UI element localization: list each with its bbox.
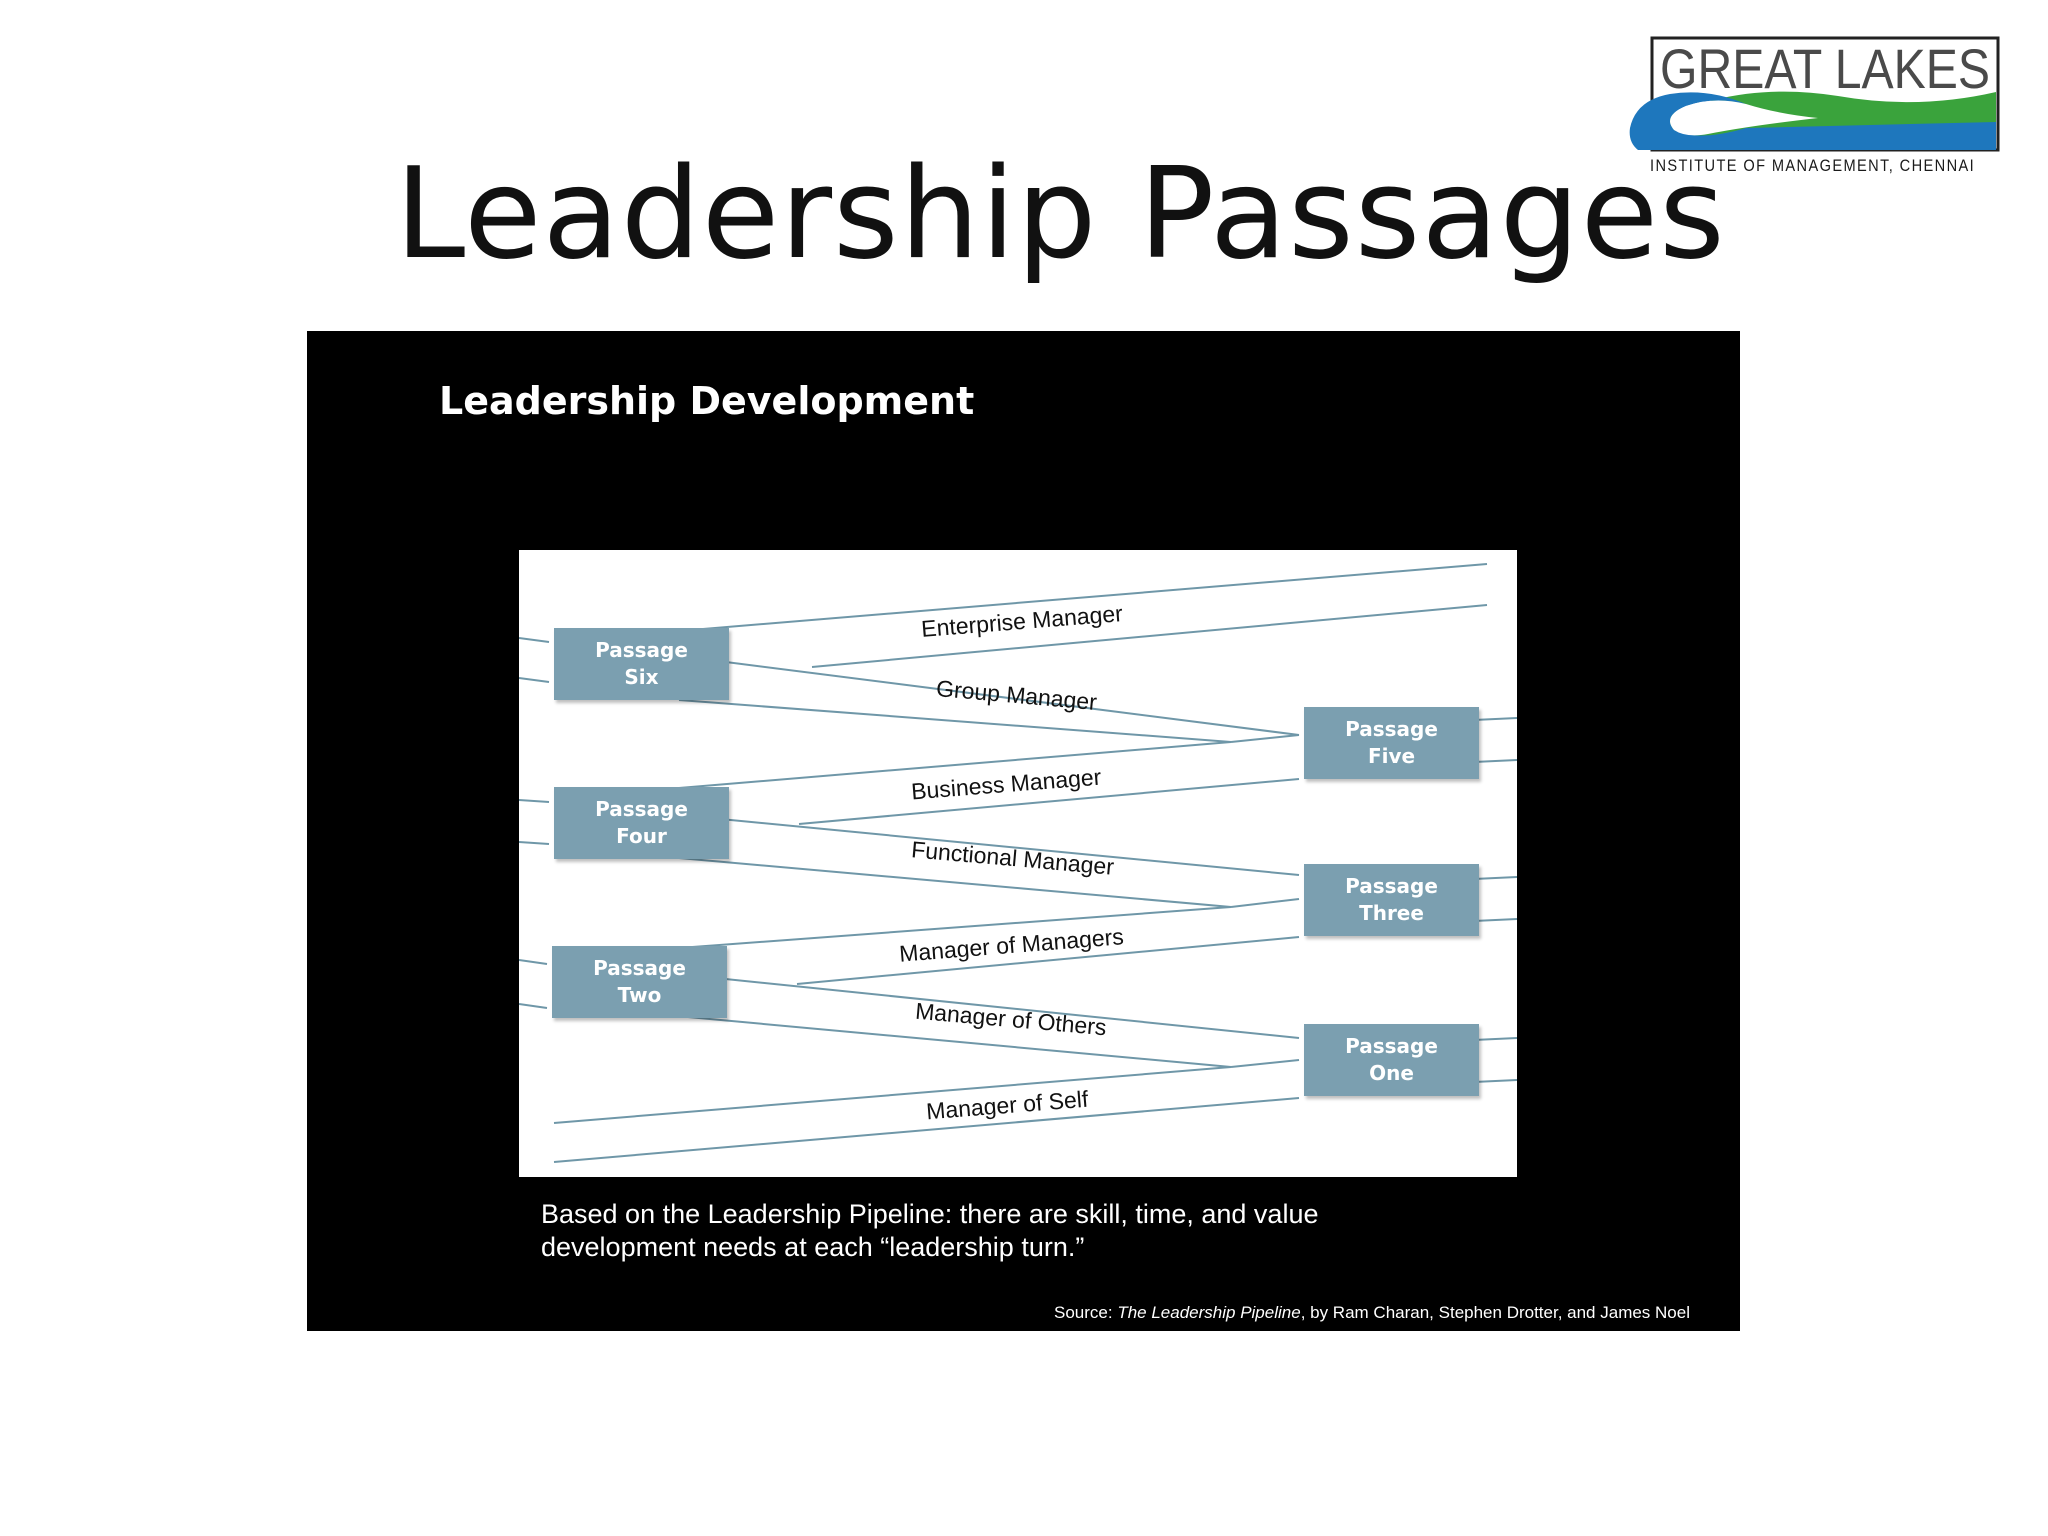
passage-five-line2: Five (1367, 744, 1416, 768)
great-lakes-logo: GREAT LAKES INSTITUTE OF MANAGEMENT, CHE… (1628, 30, 2008, 190)
logo-graphic: GREAT LAKES (1629, 36, 2000, 152)
slide-title: Leadership Passages (395, 140, 1726, 287)
passage-two-line2: Two (617, 983, 662, 1007)
passage-one-box: Passage One (1304, 1024, 1479, 1096)
source-citation: Source: The Leadership Pipeline, by Ram … (1054, 1303, 1690, 1323)
business-channel-bottom (798, 778, 1300, 825)
passage-two-box: Passage Two (552, 946, 727, 1018)
passage-four-left-top (519, 799, 550, 803)
group-join-a (1230, 734, 1300, 743)
mom-channel-bottom (796, 936, 1300, 985)
passage-three-right-top (1473, 876, 1517, 880)
passage-four-box: Passage Four (554, 787, 729, 859)
passage-two-left-top (519, 959, 548, 965)
passage-four-left-bottom (519, 841, 550, 845)
passage-three-right-bottom (1473, 918, 1517, 922)
enterprise-channel-bottom (811, 604, 1488, 668)
source-prefix: Source: (1054, 1303, 1118, 1322)
passage-five-line1: Passage (1345, 717, 1438, 741)
group-channel-top (678, 655, 1300, 736)
svg-text:GREAT LAKES: GREAT LAKES (1660, 37, 1990, 100)
passage-five-right-top (1473, 717, 1517, 721)
passage-four-line2: Four (616, 824, 667, 848)
passage-one-line1: Passage (1345, 1034, 1438, 1058)
enterprise-channel-top (678, 563, 1488, 632)
passage-one-right-top (1473, 1037, 1517, 1041)
mo-channel-bottom (676, 1015, 1232, 1068)
passage-one-line2: One (1369, 1061, 1414, 1085)
functional-channel-top (678, 814, 1300, 876)
source-authors: , by Ram Charan, Stephen Drotter, and Ja… (1300, 1303, 1690, 1322)
group-channel-bottom (678, 699, 1232, 743)
caption-line-2: development needs at each “leadership tu… (541, 1232, 1085, 1262)
passage-two-left-bottom (519, 1003, 548, 1009)
passage-two-line1: Passage (593, 956, 686, 980)
mos-channel-bottom (553, 1097, 1300, 1163)
source-book-title: The Leadership Pipeline (1117, 1303, 1301, 1322)
caption-line-1: Based on the Leadership Pipeline: there … (541, 1199, 1319, 1229)
pipeline-lines (519, 563, 1517, 1163)
passage-five-box: Passage Five (1304, 707, 1479, 779)
passage-six-line1: Passage (595, 638, 688, 662)
functional-channel-bottom (678, 857, 1232, 908)
passage-six-line2: Six (624, 665, 659, 689)
passage-four-line1: Passage (595, 797, 688, 821)
embedded-slide-panel: Leadership Development (307, 331, 1740, 1331)
passage-five-right-bottom (1473, 759, 1517, 763)
passage-three-box: Passage Three (1304, 864, 1479, 936)
passage-six-left-top (519, 637, 550, 643)
passage-six-box: Passage Six (554, 628, 729, 700)
mo-channel-top (676, 973, 1300, 1039)
passage-three-line2: Three (1359, 901, 1424, 925)
passage-three-line1: Passage (1345, 874, 1438, 898)
business-channel-top (678, 741, 1232, 789)
passage-six-left-bottom (519, 677, 550, 683)
leadership-pipeline-diagram: Passage Six Passage Five Passage Four Pa… (519, 550, 1517, 1177)
passage-one-right-bottom (1473, 1079, 1517, 1083)
panel-caption: Based on the Leadership Pipeline: there … (541, 1198, 1441, 1264)
mo-join (1230, 1059, 1300, 1068)
mos-channel-top (553, 1066, 1232, 1124)
logo-subtext: INSTITUTE OF MANAGEMENT, CHENNAI (1650, 156, 1976, 175)
panel-title: Leadership Development (439, 379, 975, 423)
mom-channel-top (678, 906, 1232, 949)
functional-join (1230, 898, 1300, 908)
